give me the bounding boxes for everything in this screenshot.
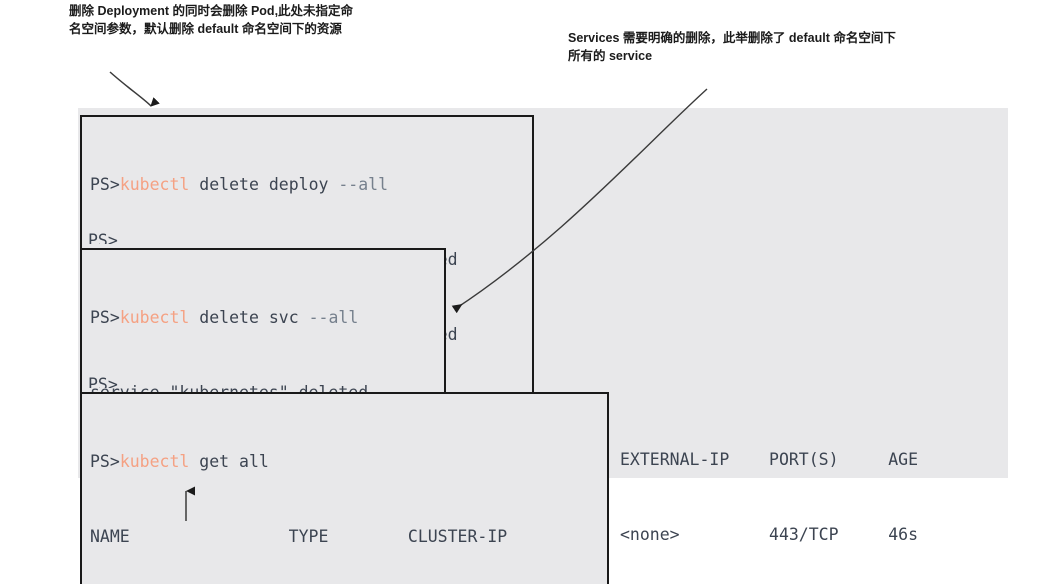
- command-args: get all: [189, 452, 269, 471]
- shell-prompt-idle: PS>: [88, 231, 118, 244]
- resource-table-header-right: EXTERNAL-IP PORT(S) AGE: [620, 450, 919, 469]
- shell-prompt-idle: PS>: [88, 375, 118, 388]
- annotation-services-note: Services 需要明确的删除，此举删除了 default 命名空间下所有的 …: [568, 31, 896, 63]
- resource-table-row-right: <none> 443/TCP 46s: [620, 525, 919, 544]
- command-flag: --all: [338, 175, 389, 194]
- terminal-block-get-all[interactable]: PS>kubectl get all NAME TYPE CLUSTER-IP …: [80, 392, 609, 584]
- annotation-deployment-note: 删除 Deployment 的同时会删除 Pod,此处未指定命名空间参数，默认删…: [69, 4, 354, 36]
- shell-prompt: PS>: [90, 308, 120, 327]
- terminal-command-line: PS>kubectl delete deploy --all: [90, 172, 532, 197]
- terminal-command-line: PS>kubectl get all: [90, 449, 607, 474]
- command-name: kubectl: [119, 452, 190, 471]
- resource-table-header-left: NAME TYPE CLUSTER-IP: [90, 527, 508, 546]
- command-name: kubectl: [119, 308, 190, 327]
- shell-prompt: PS>: [90, 175, 120, 194]
- command-args: delete svc: [189, 308, 309, 327]
- command-name: kubectl: [119, 175, 190, 194]
- terminal-command-line: PS>kubectl delete svc --all: [90, 305, 444, 330]
- resource-table-right-columns: EXTERNAL-IP PORT(S) AGE <none> 443/TCP 4…: [620, 397, 918, 584]
- command-args: delete deploy: [189, 175, 339, 194]
- shell-prompt: PS>: [90, 452, 120, 471]
- command-flag: --all: [308, 308, 359, 327]
